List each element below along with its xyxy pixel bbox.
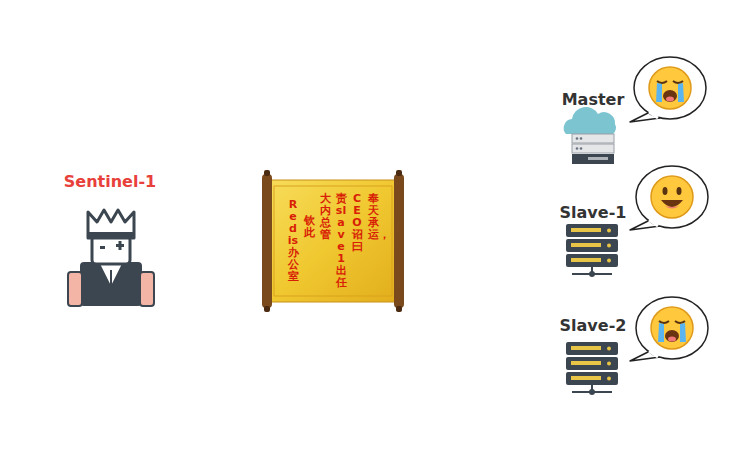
- master-cloud-server-icon-part: [572, 144, 614, 153]
- scroll-column: 钦此: [304, 215, 315, 239]
- master-cloud-server-icon-part: [580, 137, 583, 140]
- imperial-scroll-part: [264, 170, 270, 176]
- smiling-emoji-part: [665, 206, 679, 209]
- slave-server-icon-part: [607, 362, 611, 366]
- server-label: Master: [559, 89, 628, 110]
- master-cloud-server-icon-part: [576, 137, 579, 140]
- slave-server-icon-part: [571, 376, 601, 380]
- sentinel-king-icon-part: [80, 262, 142, 306]
- master-cloud-server-icon-part: [580, 147, 583, 150]
- slave-server-icon-part: [607, 244, 611, 248]
- sentinel-king-icon-part: [88, 232, 134, 239]
- slave-server-icon-part: [607, 377, 611, 381]
- crying-emoji-part: [675, 321, 685, 323]
- slave-server-icon-part: [589, 271, 595, 277]
- node-label: Slave-1: [560, 203, 627, 222]
- node-label: Master: [562, 90, 625, 109]
- crying-emoji-part: [663, 90, 677, 102]
- node-label: Slave-2: [560, 316, 627, 335]
- imperial-scroll-part: [274, 186, 392, 296]
- crying-emoji: [649, 67, 691, 109]
- sentinel-king-icon-part: [68, 272, 82, 306]
- imperial-scroll-part: [396, 306, 402, 312]
- slave-server-icon-part: [571, 258, 601, 262]
- crying-emoji-part: [657, 81, 667, 83]
- slave-server-icon-part: [571, 243, 601, 247]
- slave-server-icon: [566, 342, 618, 395]
- slave-server-icon-part: [607, 259, 611, 263]
- crying-emoji-part: [649, 67, 691, 109]
- master-cloud-server-icon-part: [572, 134, 614, 143]
- crying-emoji-part: [680, 323, 686, 342]
- speech-bubble-part: [636, 297, 708, 359]
- smiling-emoji-part: [677, 187, 682, 195]
- master-cloud-server-icon-part: [588, 157, 608, 160]
- scroll-column: 奉天承运，: [368, 193, 379, 241]
- smiling-emoji-part: [661, 200, 683, 207]
- node-label: Sentinel-1: [64, 172, 156, 191]
- scroll-column: 大内总管: [320, 193, 331, 241]
- master-cloud-server-icon-part: [576, 147, 579, 150]
- imperial-scroll-part: [268, 180, 398, 302]
- speech-bubble: [630, 297, 708, 361]
- speech-bubble: [630, 57, 706, 122]
- scroll-column: CEO诏曰: [352, 193, 363, 253]
- slave-server-icon-part: [566, 357, 618, 370]
- imperial-scroll-part: [262, 174, 272, 308]
- sentinel-king-icon-part: [119, 241, 122, 250]
- crying-emoji-part: [668, 337, 676, 342]
- sentinel-king-icon-part: [88, 210, 134, 238]
- crying-emoji-part: [666, 97, 674, 102]
- scroll-text-block: 奉天承运， CEO诏曰责slave1出任大内总管钦此 Redis办公室: [284, 189, 383, 294]
- slave-server-icon-part: [607, 347, 611, 351]
- server-label: Slave-1: [557, 202, 630, 223]
- slave-server-icon-part: [566, 342, 618, 355]
- scroll-column: Redis办公室: [288, 199, 299, 284]
- crying-emoji-part: [656, 83, 662, 102]
- sentinel-king-icon-part: [140, 272, 154, 306]
- speech-bubble-part: [649, 112, 658, 118]
- slave-server-icon-part: [607, 229, 611, 233]
- slave-server-icon-part: [571, 361, 601, 365]
- sentinel-label: Sentinel-1: [61, 171, 159, 192]
- master-cloud-server-icon: [564, 107, 616, 164]
- speech-bubble: [630, 166, 708, 230]
- smiling-emoji-part: [663, 187, 668, 195]
- smiling-emoji: [651, 176, 693, 218]
- crying-emoji: [651, 307, 693, 349]
- sentinel-king-icon-part: [92, 236, 130, 264]
- sentinel-king-icon-part: [110, 270, 112, 300]
- imperial-scroll: [262, 170, 404, 312]
- smiling-emoji-part: [651, 176, 693, 218]
- slave-server-icon: [566, 224, 618, 277]
- master-cloud-server-icon-part: [572, 154, 614, 164]
- sentinel-king-icon-part: [100, 246, 105, 249]
- server-label: Slave-2: [557, 315, 630, 336]
- imperial-scroll-part: [396, 170, 402, 176]
- slave-server-icon-part: [566, 224, 618, 237]
- slave-server-icon-part: [566, 372, 618, 385]
- speech-bubble-part: [636, 166, 708, 228]
- crying-emoji-part: [678, 83, 684, 102]
- speech-bubble-part: [649, 220, 658, 226]
- crying-emoji-part: [651, 307, 693, 349]
- speech-bubble-part: [649, 351, 658, 357]
- imperial-scroll-part: [264, 306, 270, 312]
- scroll-column: 责slave1出任: [336, 193, 347, 290]
- crying-emoji-part: [659, 321, 669, 323]
- slave-server-icon-part: [589, 389, 595, 395]
- master-cloud-server-icon-part: [564, 107, 616, 134]
- crying-emoji-part: [673, 81, 683, 83]
- crying-emoji-part: [658, 323, 664, 342]
- crying-emoji-part: [665, 330, 679, 342]
- slave-server-icon-part: [566, 239, 618, 252]
- sentinel-king-icon: [68, 210, 154, 306]
- slave-server-icon-part: [566, 254, 618, 267]
- speech-bubble-part: [634, 57, 706, 119]
- slave-server-icon-part: [571, 228, 601, 232]
- slave-server-icon-part: [571, 346, 601, 350]
- imperial-scroll-part: [394, 174, 404, 308]
